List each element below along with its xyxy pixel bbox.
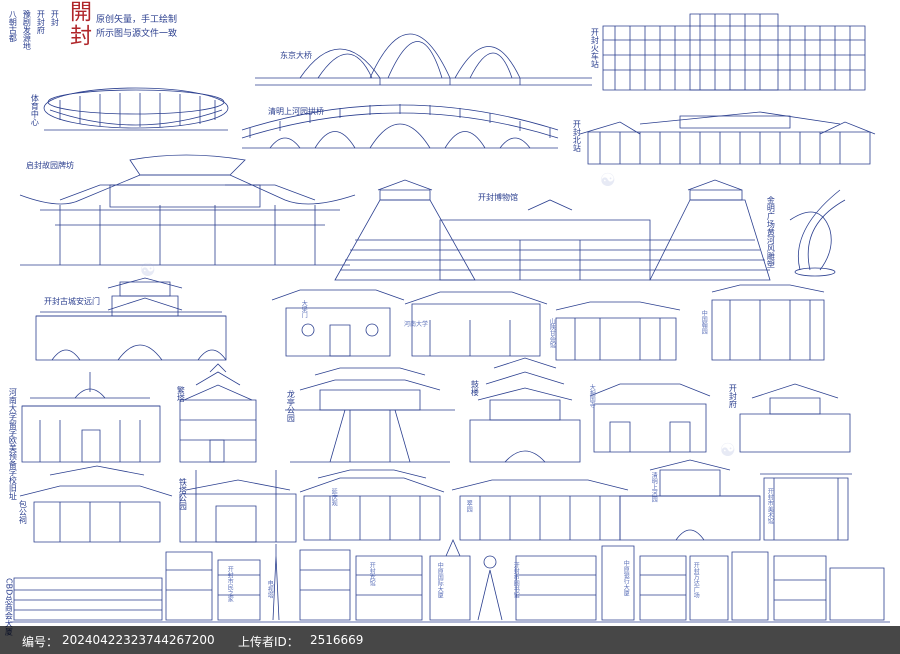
label-gym: 体育中心 [30, 94, 40, 126]
kaifeng-north-drawing [580, 112, 875, 164]
liumei-school-drawing [22, 372, 160, 462]
label-yanqing: 延庆观 [330, 488, 338, 506]
label-qingming-park: 清明上河园 [650, 472, 658, 502]
long-hall-drawing [452, 480, 628, 540]
label-dongjing-bridge: 东京大桥 [280, 51, 312, 60]
credit-line-1: 原创矢量，手工绘制 [96, 15, 178, 25]
label-henan-univ: 河南大学 [404, 321, 429, 328]
jinming-sculpture-drawing [790, 190, 845, 276]
gulou-drawing [470, 358, 580, 462]
uploader-value: 2516669 [310, 633, 364, 647]
label-library: 开封市图书馆 [512, 562, 520, 598]
label-gulou: 鼓楼 [470, 380, 480, 396]
gym-drawing [44, 88, 228, 130]
label-tieta: 铁塔公园 [178, 478, 188, 510]
credit-line-2: 所示图与源文件一致 [96, 28, 178, 39]
label-dahuashou: 大梁门 [300, 300, 308, 318]
longting-drawing [285, 368, 455, 462]
label-anyuan-gate: 开封古城安远门 [44, 297, 100, 306]
fanta-drawing [180, 364, 256, 462]
main-title: 開封 [66, 0, 91, 48]
side-text-kaifeng: 开封 [50, 10, 60, 26]
central-hall-drawing [300, 470, 444, 540]
label-cbd: CBD总商会大厦 [4, 578, 14, 636]
label-qingming-bridge: 清明上河园拱桥 [268, 107, 324, 116]
side-text-kaifengfu: 开封府 [36, 10, 46, 34]
id-label: 编号： [22, 635, 59, 649]
label-gallery: 开封市美术馆 [766, 488, 774, 524]
label-fengyuan: 中国翰园 [700, 310, 708, 334]
baogong-drawing [20, 466, 172, 542]
dongjing-bridge-drawing [255, 34, 592, 85]
id-value: 20240422323744267200 [62, 633, 215, 647]
label-kaifengfu: 开封府 [728, 384, 738, 408]
label-hotel: 开封宾馆 [368, 562, 376, 586]
label-jinming: 金明广场黄河风雕塑 [766, 196, 776, 268]
label-bank: 中原银行大厦 [622, 560, 630, 596]
qifu-gate-drawing [20, 155, 355, 265]
henan-univ-drawing [272, 290, 547, 356]
uploader-label: 上传者ID： [238, 635, 299, 649]
qingming-park-drawing [620, 460, 852, 540]
side-text-opera: 豫剧发源地 [22, 10, 32, 50]
label-office1: 开封市民之家 [226, 566, 234, 602]
tieta-drawing [180, 470, 296, 542]
anyuan-gate-drawing [36, 278, 226, 360]
label-qifu-gate: 启封故园牌坊 [26, 161, 74, 170]
side-text-eight-capitals: 八朝古都 [8, 10, 18, 42]
label-office2: 中原国际大厦 [436, 562, 444, 598]
label-longting: 龙亭公园 [286, 390, 296, 422]
gates-right-drawing [556, 285, 824, 360]
watermark-footer: 编号： 20240422323744267200 上传者ID： 2516669 [0, 626, 900, 654]
label-fanta: 繁塔 [176, 386, 186, 402]
label-baogong: 包公祠 [18, 500, 28, 524]
label-xiangguo: 大相国寺 [588, 384, 596, 408]
credit-note: 原创矢量，手工绘制 所示图与源文件一致 [96, 14, 177, 41]
label-tower: 电视塔 [266, 580, 274, 598]
label-shanshan: 山陕甘会馆 [548, 318, 556, 348]
kaifeng-station-drawing [603, 14, 865, 90]
label-mall: 开封万达广场 [692, 562, 700, 598]
skyline-drawing [10, 540, 890, 622]
label-liumei: 河南大学留学欧美预备学校旧址 [8, 388, 18, 500]
label-museum: 开封博物馆 [478, 193, 518, 202]
museum-drawing [335, 180, 770, 280]
label-kaifeng-station: 开封火车站 [590, 28, 600, 68]
label-cuiyuan: 翠园 [465, 500, 473, 512]
label-kaifeng-north: 开封北站 [572, 120, 582, 152]
qingming-bridge-drawing [242, 104, 558, 148]
kaifengfu-drawing [590, 384, 850, 452]
